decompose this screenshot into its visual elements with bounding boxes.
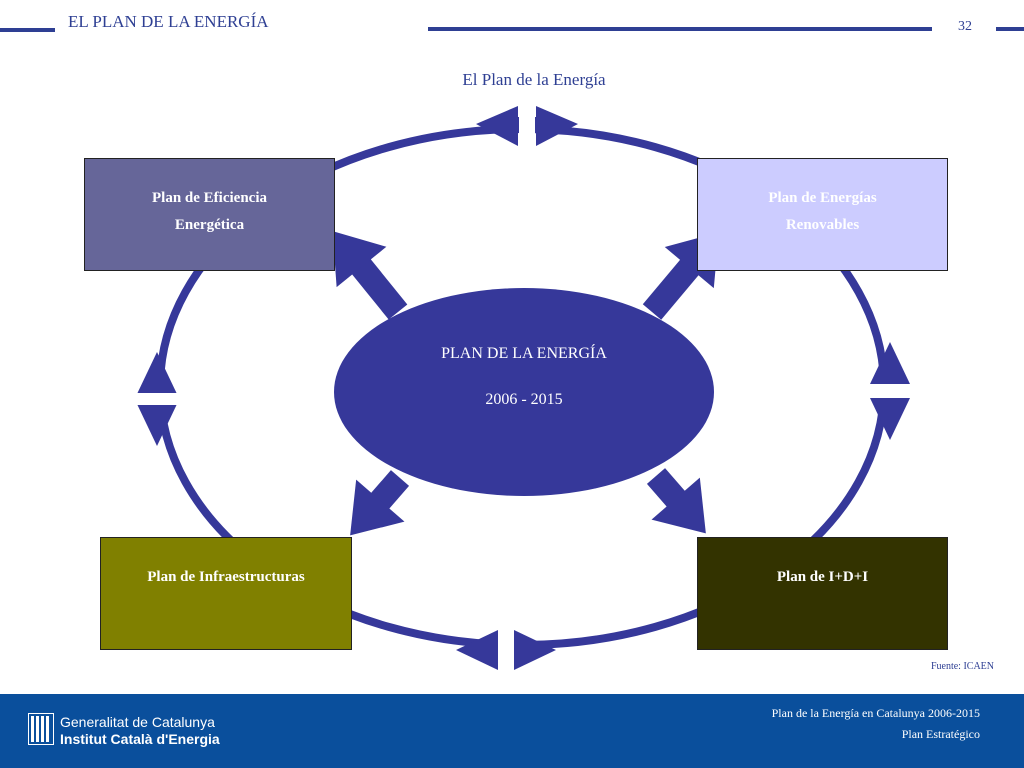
page-number: 32: [958, 19, 972, 34]
diagram-graphic: [135, 104, 912, 672]
center-ellipse: [334, 288, 714, 496]
source-note: Fuente: ICAEN: [930, 661, 994, 672]
arrow-to-top-left: [332, 231, 408, 320]
box-renewables-line2: Renovables: [785, 217, 860, 233]
arrow-to-bottom-right: [646, 468, 706, 534]
box-rdi-label: Plan de I+D+I: [776, 569, 869, 585]
section-title: EL PLAN DE LA ENERGÍA: [68, 12, 269, 31]
box-efficiency-plan: Plan de Eficiencia Energética: [84, 158, 335, 271]
arrow-to-bottom-left: [350, 470, 410, 536]
diagram-title: El Plan de la Energía: [462, 70, 606, 89]
footer-bar: [0, 694, 1024, 768]
box-renewables-line1: Plan de Energías: [768, 190, 877, 206]
box-infrastructure-plan: Plan de Infraestructuras: [100, 537, 352, 650]
right-double-arrow: [870, 342, 910, 440]
header-rule-right: [996, 27, 1024, 31]
center-title: PLAN DE LA ENERGÍA: [441, 345, 607, 362]
footer-document-title: Plan de la Energía en Catalunya 2006-201…: [771, 706, 980, 720]
footer-document-subtitle: Plan Estratégico: [901, 727, 980, 741]
header-rule-left: [0, 28, 55, 32]
left-double-arrow: [137, 352, 177, 446]
footer-logo-line2: Institut Català d'Energia: [60, 731, 220, 747]
generalitat-logo-icon: [28, 713, 54, 745]
box-renewables-plan: Plan de Energías Renovables: [697, 158, 948, 271]
header-rule-middle: [428, 27, 932, 31]
box-rdi-plan: Plan de I+D+I: [697, 537, 948, 650]
box-efficiency-line2: Energética: [174, 217, 245, 233]
box-efficiency-line1: Plan de Eficiencia: [152, 190, 267, 206]
box-infrastructure-label: Plan de Infraestructuras: [147, 569, 305, 585]
top-double-arrow: [476, 106, 578, 146]
center-years: 2006 - 2015: [485, 391, 563, 408]
footer-logo-line1: Generalitat de Catalunya: [60, 714, 215, 730]
